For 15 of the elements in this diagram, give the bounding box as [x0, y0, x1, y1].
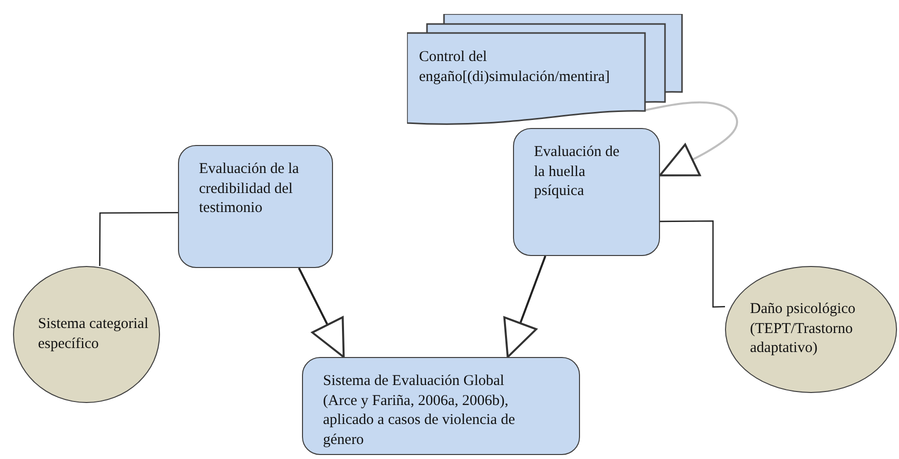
connector-line — [99, 212, 178, 266]
block-arrow — [644, 101, 738, 176]
node-text: Evaluación de la huella psíquica — [534, 143, 620, 201]
block-arrow — [503, 256, 546, 358]
process-box — [178, 145, 333, 268]
multi-document-shape — [407, 14, 683, 126]
process-box — [302, 357, 580, 455]
node-text: Daño psicológico (TEPT/Trastorno adaptativo) — [750, 300, 856, 358]
connector-line — [660, 220, 726, 308]
node-text: Control del engaño[(di)simulación/mentira] — [419, 48, 611, 86]
block-arrow — [298, 268, 345, 358]
node-text: Evaluación de la credibilidad del testimonio — [199, 160, 300, 218]
node-text: Sistema categorial específico — [38, 315, 149, 354]
process-box — [513, 128, 660, 256]
node-text: Sistema de Evaluación Global (Arce y Fariña, 2006a, 2006b), aplicado a casos de violencia de género — [323, 372, 516, 450]
